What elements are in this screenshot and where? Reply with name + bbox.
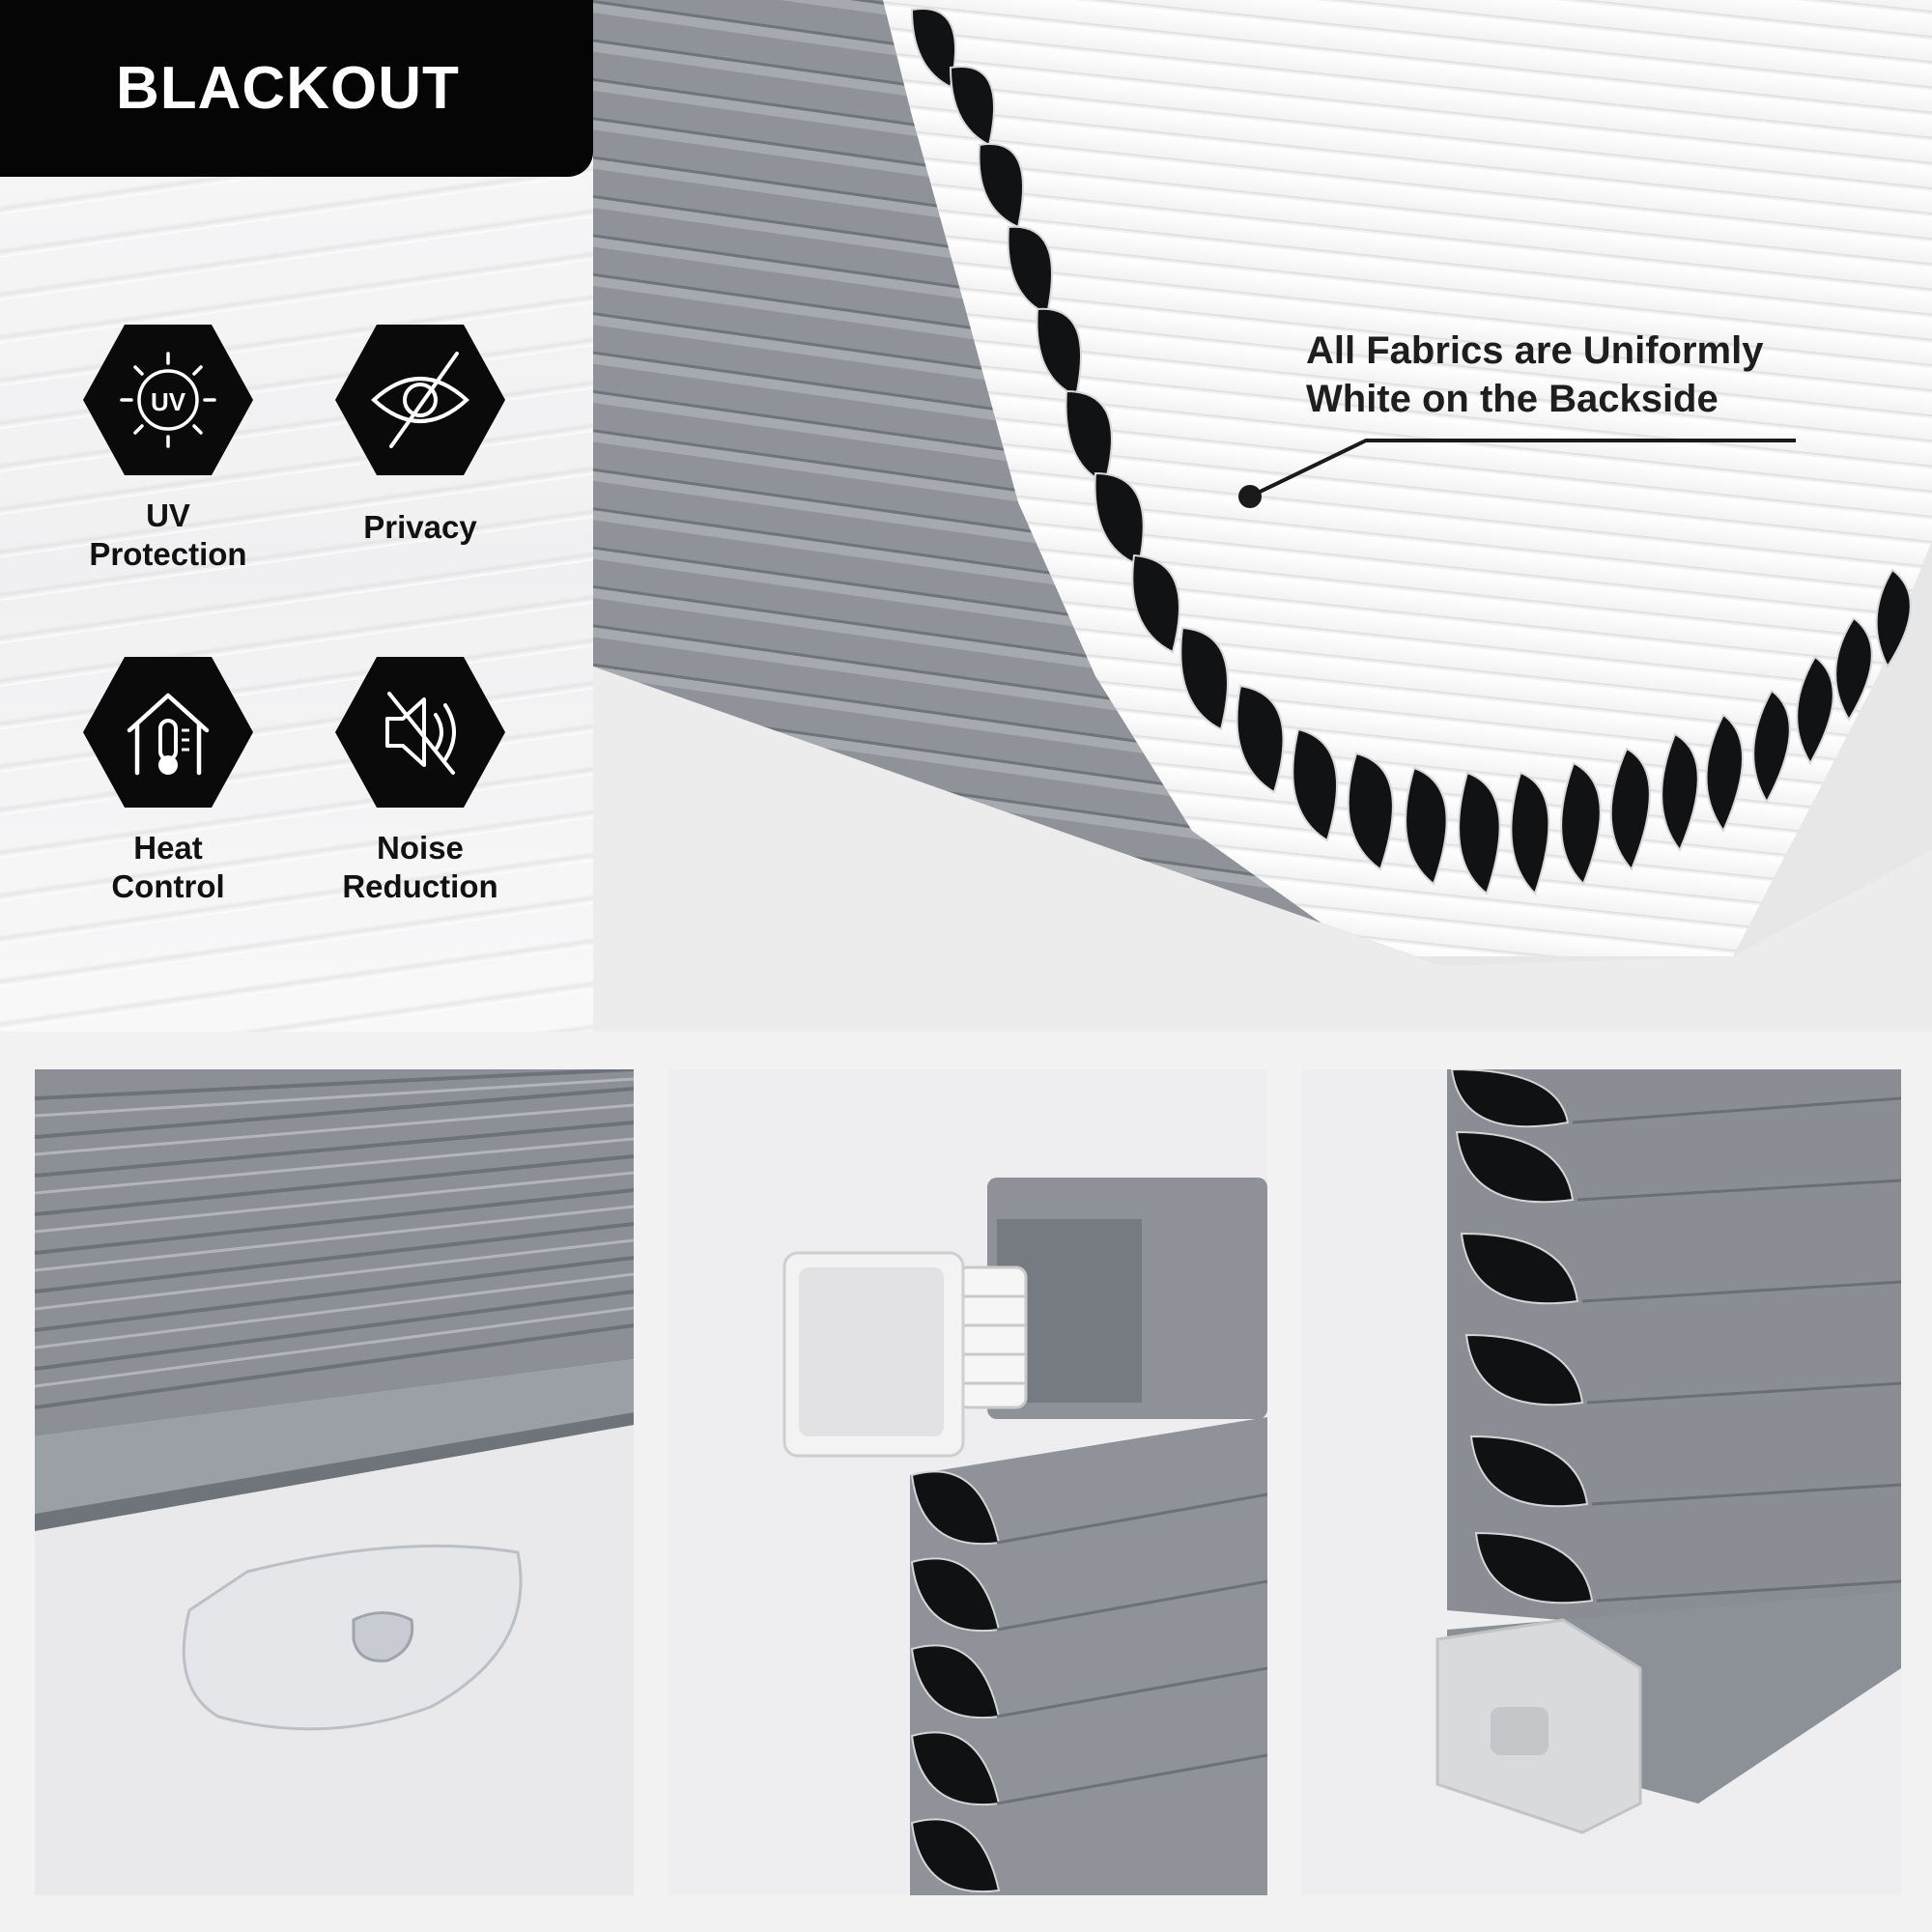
hanging-pleats (910, 1417, 1267, 1895)
clear-handle (182, 1544, 523, 1731)
callout-text: All Fabrics are Uniformly White on the B… (1306, 329, 1764, 420)
headrail-box (987, 1178, 1267, 1419)
feature-label: Noise Reduction (342, 830, 498, 904)
feature-label: Heat Control (111, 830, 225, 904)
feature-label: Privacy (363, 509, 477, 545)
end-cap (782, 1251, 965, 1458)
eye-slash-icon (335, 325, 505, 475)
honeycomb-cell-openings (910, 8, 1912, 895)
blackout-badge: BLACKOUT (0, 0, 593, 177)
headrail-end-cap-photo (668, 1069, 1267, 1895)
cell-openings (1450, 1069, 1594, 1605)
feature-label: UV Protection (89, 497, 247, 572)
feature-privacy: Privacy (304, 323, 536, 547)
callout-leader (1249, 439, 1796, 498)
detail-panel-headrail (668, 1069, 1267, 1895)
house-thermometer-icon (83, 657, 253, 808)
badge-label: BLACKOUT (116, 55, 460, 122)
spring-mechanism (956, 1265, 1028, 1409)
feature-noise-reduction: Noise Reduction (304, 655, 536, 906)
detail-panel-bottom-rail (1302, 1069, 1901, 1895)
feature-uv-protection: UV UV Protection (52, 323, 284, 574)
detail-panel-handle (35, 1069, 634, 1895)
cellular-shade-hero-photo (593, 0, 1932, 1032)
pleats-with-handle-photo (35, 1069, 634, 1895)
uv-icon-text: UV (151, 387, 186, 416)
grey-pleats (35, 1069, 634, 1436)
bottom-rail-end-photo (1302, 1069, 1901, 1895)
feature-heat-control: Heat Control (52, 655, 284, 906)
hero-section: BLACKOUT UV UV Protection Privacy (0, 0, 1932, 1032)
uv-sun-icon: UV (83, 325, 253, 475)
bottom-rail (35, 1359, 634, 1514)
callout-dot (1238, 485, 1262, 508)
speaker-muted-icon (335, 657, 505, 808)
